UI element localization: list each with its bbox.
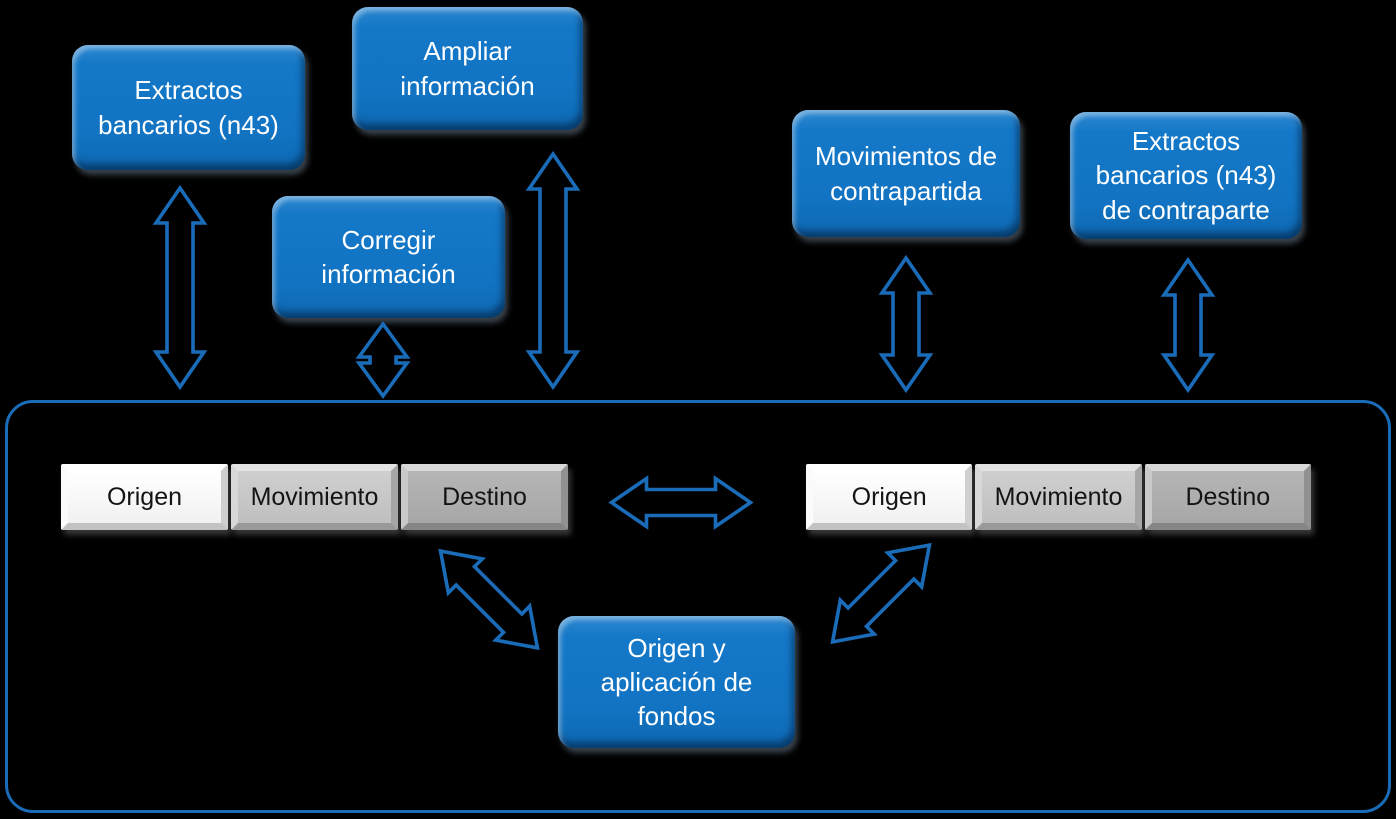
arrow-left-bar-origen-fondos <box>438 548 540 651</box>
arrow-right-bar-origen-fondos <box>830 542 932 645</box>
arrow-movimientos-panel <box>878 254 934 394</box>
reconciliation-panel <box>5 400 1391 813</box>
segment-label: Destino <box>1185 482 1271 511</box>
segment-origen: Origen <box>61 464 228 530</box>
box-label: Corregir información <box>321 224 456 289</box>
segment-label: Movimiento <box>250 482 379 511</box>
box-label: Ampliar información <box>400 36 535 101</box>
segment-origen: Origen <box>806 464 973 530</box>
segment-movimiento: Movimiento <box>975 464 1142 530</box>
arrow-ampliar-panel <box>525 150 581 391</box>
box-label: Origen y aplicación de fondos <box>600 632 753 732</box>
segment-label: Origen <box>851 482 927 511</box>
box-extractos-bancarios-n43: Extractos bancarios (n43) <box>72 45 305 170</box>
box-label: Extractos bancarios (n43) <box>98 75 279 140</box>
movement-bar-left: Origen Movimiento Destino <box>61 464 568 530</box>
arrow-left-bar-right-bar <box>608 475 754 530</box>
box-origen-y-aplicacion-de-fondos: Origen y aplicación de fondos <box>558 616 795 748</box>
arrow-extractos-panel <box>152 184 208 391</box>
segment-destino: Destino <box>1144 464 1311 530</box>
arrow-corregir-panel <box>355 320 411 400</box>
segment-label: Origen <box>106 482 183 511</box>
box-label: Movimientos de contrapartida <box>814 141 998 206</box>
box-ampliar-informacion: Ampliar información <box>352 7 583 130</box>
arrow-extractos-contraparte-panel <box>1160 256 1216 394</box>
box-movimientos-de-contrapartida: Movimientos de contrapartida <box>792 110 1020 237</box>
box-corregir-informacion: Corregir información <box>272 196 505 318</box>
segment-label: Destino <box>442 482 527 511</box>
box-label: Extractos bancarios (n43) de contraparte <box>1095 126 1277 225</box>
segment-destino: Destino <box>401 464 568 530</box>
movement-bar-right: Origen Movimiento Destino <box>806 464 1311 530</box>
segment-label: Movimiento <box>994 482 1123 511</box>
segment-movimiento: Movimiento <box>231 464 398 530</box>
box-extractos-bancarios-n43-de-contraparte: Extractos bancarios (n43) de contraparte <box>1070 112 1302 239</box>
